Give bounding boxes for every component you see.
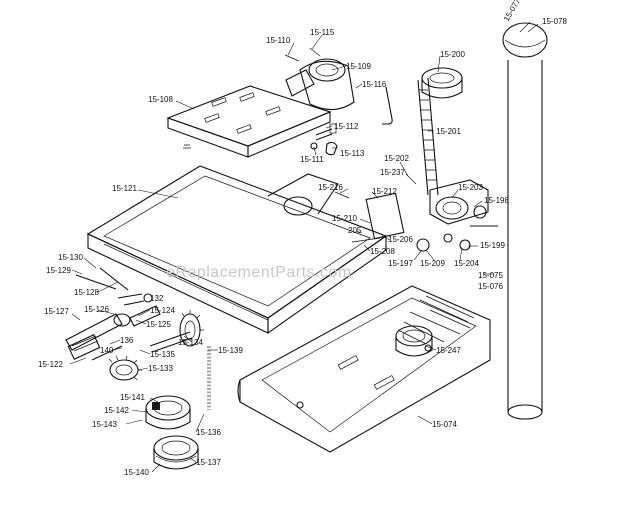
label-15-198: 15-198 xyxy=(484,196,509,205)
label-15-127: 15-127 xyxy=(44,307,69,316)
tilt-bracket-15-109 xyxy=(284,47,393,125)
label-132: 132 xyxy=(150,294,164,303)
label-15-112: 15-112 xyxy=(334,122,359,131)
watermark: eReplacementParts.com xyxy=(166,264,352,281)
label-15-212: 15-212 xyxy=(372,187,397,196)
label-15-122: 15-122 xyxy=(38,360,63,369)
label-15-209: 15-209 xyxy=(420,259,445,268)
label-15-129: 15-129 xyxy=(46,266,71,275)
label-15-124: 15-124 xyxy=(150,306,175,315)
label-15-110: 15-110 xyxy=(266,36,291,45)
label-15-139: 15-139 xyxy=(218,346,243,355)
label-15-130: 15-130 xyxy=(58,253,83,262)
rack-15-201 xyxy=(417,67,463,196)
label-15-121: 15-121 xyxy=(112,184,137,193)
label-15-137: 15-137 xyxy=(196,458,221,467)
label-15-135: 15-135 xyxy=(150,350,175,359)
chain-15-139 xyxy=(207,346,211,410)
crank-assembly xyxy=(65,267,161,361)
label-15-108: 15-108 xyxy=(148,95,173,104)
label-15-134: 15-134 xyxy=(178,338,203,347)
label-136: 136 xyxy=(120,336,134,345)
label-15-210: 15-210 xyxy=(332,214,357,223)
column-15-078 xyxy=(502,22,548,420)
label-15-142: 15-142 xyxy=(104,406,129,415)
label-15-125: 15-125 xyxy=(146,320,171,329)
label-15-116: 15-116 xyxy=(362,80,387,89)
label-15-136: 15-136 xyxy=(196,428,221,437)
label-15-078: 15-078 xyxy=(542,17,567,26)
label-15-197: 15-197 xyxy=(388,259,413,268)
label-15-204: 15-204 xyxy=(454,259,479,268)
label-15-201: 15-201 xyxy=(436,127,461,136)
bearing-15-137 xyxy=(153,435,199,470)
label-15-143: 15-143 xyxy=(92,420,117,429)
part-labels: 15-110 15-115 15-109 15-116 15-108 15-11… xyxy=(38,0,567,477)
table-plate-15-108 xyxy=(166,85,332,158)
label-15-109: 15-109 xyxy=(346,62,371,71)
label-15-200: 15-200 xyxy=(440,50,465,59)
label-205: 205 xyxy=(348,226,362,235)
label-15-115: 15-115 xyxy=(310,28,335,37)
label-15-208: 15-208 xyxy=(370,247,395,256)
label-15-247: 15-247 xyxy=(436,346,461,355)
label-15-076: 15-076 xyxy=(478,282,503,291)
label-15-203: 15-203 xyxy=(458,183,483,192)
label-15-128: 15-128 xyxy=(74,288,99,297)
label-15-133: 15-133 xyxy=(148,364,173,373)
label-15-237: 15-237 xyxy=(380,168,405,177)
label-15-113: 15-113 xyxy=(340,149,365,158)
label-15-216: 15-216 xyxy=(318,183,343,192)
bolt-set-15-111 xyxy=(310,123,338,156)
leader-lines xyxy=(69,21,539,473)
label-15-140: 15-140 xyxy=(124,468,149,477)
collar-15-141 xyxy=(145,395,191,430)
work-table-15-121 xyxy=(86,165,388,335)
label-15-202: 15-202 xyxy=(384,154,409,163)
label-15-126: 15-126 xyxy=(84,305,109,314)
support-arm-15-203 xyxy=(334,179,498,252)
label-15-141: 15-141 xyxy=(120,393,145,402)
label-140: 140 xyxy=(100,346,114,355)
label-15-075: 15-075 xyxy=(478,271,503,280)
label-15-074: 15-074 xyxy=(432,420,457,429)
base-15-074 xyxy=(237,285,491,453)
label-15-111: 15-111 xyxy=(300,155,324,164)
label-15-077: 15-077 xyxy=(502,0,523,23)
label-15-199: 15-199 xyxy=(480,241,505,250)
label-15-206: 15-206 xyxy=(388,235,413,244)
